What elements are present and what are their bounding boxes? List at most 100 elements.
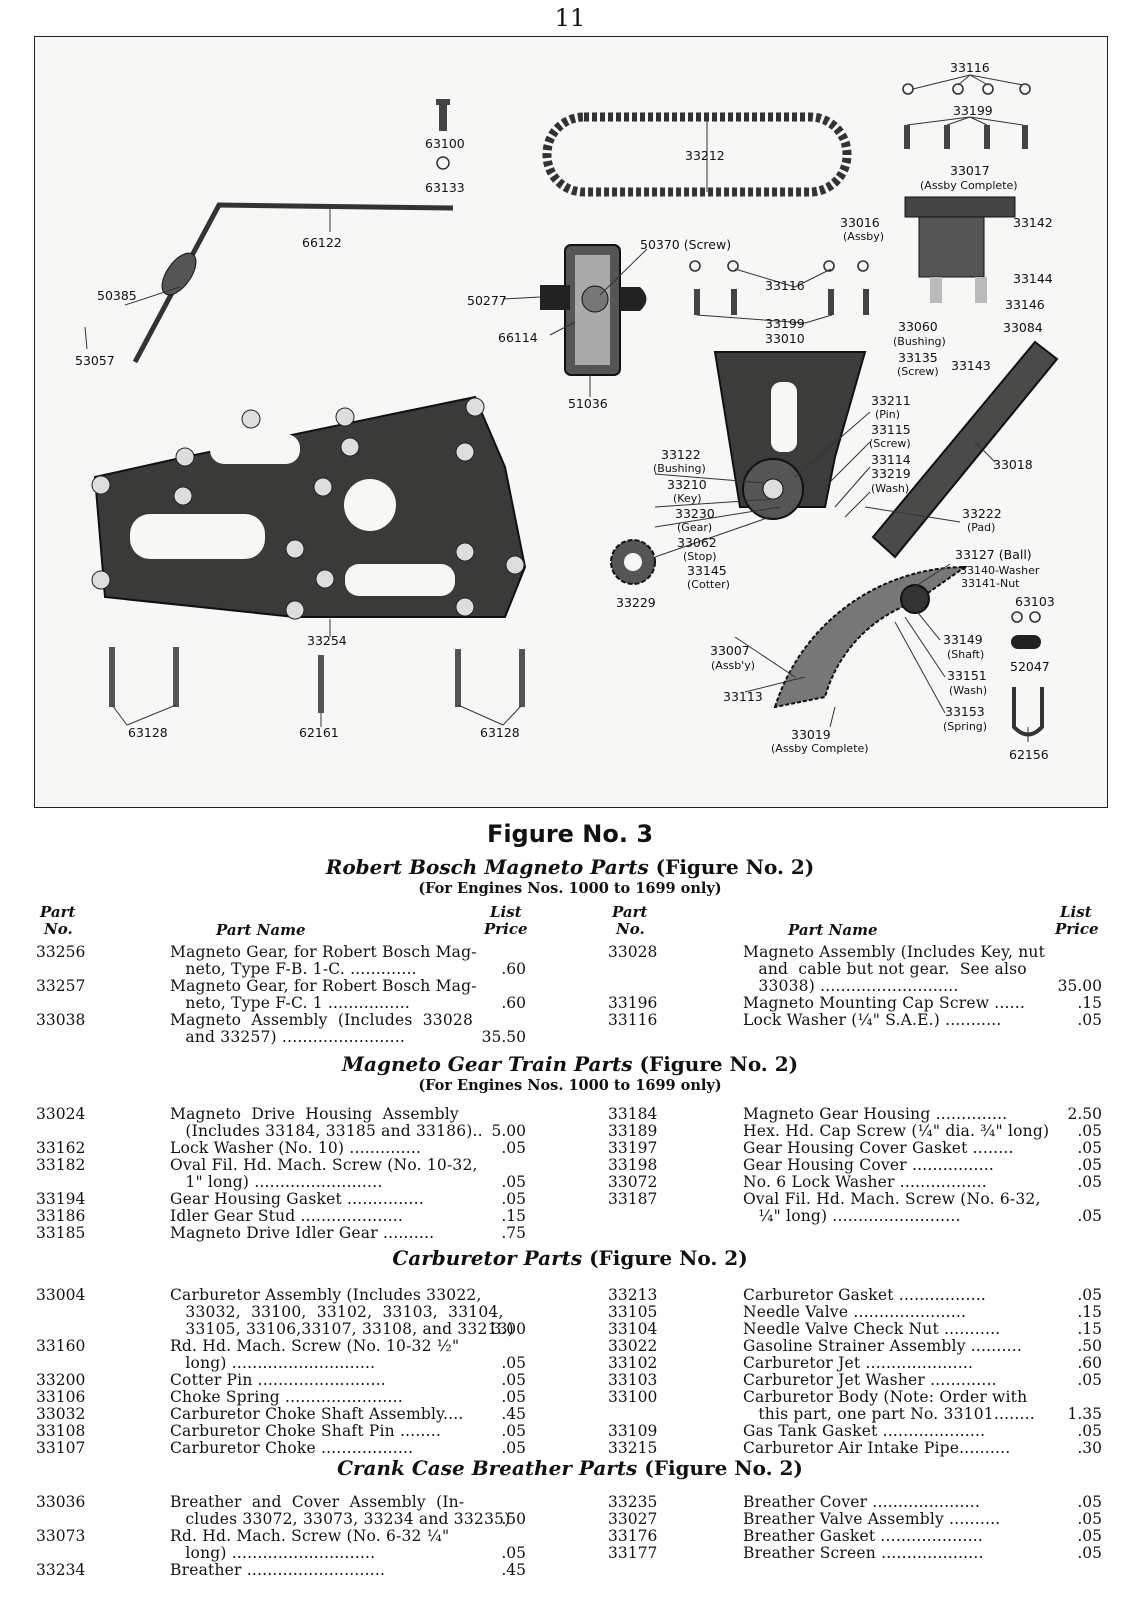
- part-name: 1" long) .........................: [170, 1173, 383, 1191]
- part-name: and 33257) ........................: [170, 1028, 405, 1046]
- callout-label: (Assby Complete): [771, 742, 869, 755]
- list-price: 35.50: [481, 1028, 526, 1046]
- part-name: Cotter Pin .........................: [170, 1371, 386, 1389]
- part-number: 33100: [608, 1388, 658, 1406]
- part-name: Carburetor Gasket .................: [743, 1286, 986, 1304]
- list-price: .05: [1077, 1011, 1102, 1029]
- part-number: 33107: [36, 1439, 86, 1457]
- list-price: 2.50: [1067, 1105, 1102, 1123]
- section-title: Carburetor Parts (Figure No. 2): [0, 1246, 1140, 1270]
- callout-label: 33210: [667, 477, 707, 492]
- part-number: 33038: [36, 1011, 86, 1029]
- part-number: 33032: [36, 1405, 86, 1423]
- part-name: Breather Screen ....................: [743, 1544, 984, 1562]
- list-price: .05: [501, 1544, 526, 1562]
- part-number: 33235: [608, 1493, 658, 1511]
- callout-label: 33017: [950, 163, 990, 178]
- part-number: 33004: [36, 1286, 86, 1304]
- bottom-bolts-drawing: [109, 647, 525, 713]
- part-name: Breather Gasket ....................: [743, 1527, 983, 1545]
- callout-label: 33229: [616, 595, 656, 610]
- part-name: Carburetor Air Intake Pipe..........: [743, 1439, 1011, 1457]
- part-name: Magneto Assembly (Includes 33028: [170, 1011, 474, 1029]
- part-number: 33194: [36, 1190, 86, 1208]
- callout-label: 33254: [307, 633, 347, 648]
- callout-label: 33084: [1003, 320, 1043, 335]
- part-number: 33022: [608, 1337, 658, 1355]
- callout-label: (Shaft): [947, 648, 984, 661]
- parts-drawing: 33116 33199 33017 (Assby Complete) 63100…: [75, 60, 1059, 762]
- list-price: .05: [1077, 1371, 1102, 1389]
- section-title-figure-ref: (Figure No. 2): [639, 1052, 799, 1076]
- part-name: Magneto Drive Housing Assembly: [170, 1105, 459, 1123]
- part-name: Magneto Assembly (Includes Key, nut: [743, 943, 1046, 961]
- header-price: Price: [1055, 920, 1099, 938]
- list-price: .05: [1077, 1422, 1102, 1440]
- callout-label: 63103: [1015, 594, 1055, 609]
- part-number: 33257: [36, 977, 86, 995]
- callout-label: 66114: [498, 330, 538, 345]
- callout-label: 33212: [685, 148, 725, 163]
- callout-label: 33007: [710, 643, 750, 658]
- part-number: 33184: [608, 1105, 658, 1123]
- leader-lines: [84, 74, 1029, 742]
- callout-label: 53057: [75, 353, 115, 368]
- part-name: 33032, 33100, 33102, 33103, 33104,: [170, 1303, 504, 1321]
- part-number: 33103: [608, 1371, 658, 1389]
- list-price: .60: [501, 960, 526, 978]
- part-name: Rd. Hd. Mach. Screw (No. 6-32 ¼": [170, 1527, 450, 1545]
- part-number: 33160: [36, 1337, 86, 1355]
- part-number: 33072: [608, 1173, 658, 1191]
- callout-label: 33222: [962, 506, 1002, 521]
- list-price: .05: [1077, 1122, 1102, 1140]
- section-title: Robert Bosch Magneto Parts (Figure No. 2…: [0, 855, 1140, 879]
- part-number: 33187: [608, 1190, 658, 1208]
- part-number: 33177: [608, 1544, 658, 1562]
- list-price: .60: [1077, 1354, 1102, 1372]
- part-number: 33189: [608, 1122, 658, 1140]
- callout-label: 33142: [1013, 215, 1053, 230]
- header-list: List: [1060, 903, 1092, 921]
- part-number: 33073: [36, 1527, 86, 1545]
- list-price: 5.00: [491, 1122, 526, 1140]
- header-part: Part: [40, 903, 76, 921]
- list-price: .45: [501, 1405, 526, 1423]
- list-price: .05: [1077, 1173, 1102, 1191]
- figure-caption: Figure No. 3: [486, 820, 654, 848]
- part-number: 33197: [608, 1139, 658, 1157]
- callout-label: 33141-Nut: [961, 577, 1020, 590]
- callout-label: 63128: [128, 725, 168, 740]
- part-number: 33200: [36, 1371, 86, 1389]
- list-price: .75: [501, 1224, 526, 1242]
- part-name: long) ............................: [170, 1544, 376, 1562]
- callout-label: 33143: [951, 358, 991, 373]
- callout-label: 33018: [993, 457, 1033, 472]
- part-name: No. 6 Lock Washer .................: [743, 1173, 987, 1191]
- callout-label: 50277: [467, 293, 507, 308]
- part-number: 33105: [608, 1303, 658, 1321]
- part-name: Magneto Gear Housing ..............: [743, 1105, 1008, 1123]
- gear-33229-drawing: [610, 539, 656, 585]
- callout-label: 33115: [871, 422, 911, 437]
- callout-label: 33151: [947, 668, 987, 683]
- callout-label: (Pin): [875, 408, 900, 421]
- gear-shift-assembly-drawing: [713, 340, 1059, 709]
- callout-label: (Bushing): [653, 462, 706, 475]
- bracket-33016-drawing: [904, 196, 1016, 303]
- list-price: .05: [501, 1139, 526, 1157]
- header-part-name: Part Name: [788, 921, 878, 939]
- part-name: Gear Housing Cover Gasket ........: [743, 1139, 1014, 1157]
- list-price: .05: [1077, 1156, 1102, 1174]
- header-part: Part: [612, 903, 648, 921]
- magneto-housing-drawing: [540, 244, 647, 376]
- part-name: Carburetor Jet Washer .............: [743, 1371, 997, 1389]
- section-subtitle: (For Engines Nos. 1000 to 1699 only): [418, 1077, 722, 1094]
- part-number: 33028: [608, 943, 658, 961]
- list-price: .15: [1077, 1303, 1102, 1321]
- list-price: 3.00: [491, 1320, 526, 1338]
- part-name: cludes 33072, 33073, 33234 and 33235): [170, 1510, 511, 1528]
- part-number: 33196: [608, 994, 658, 1012]
- part-name: neto, Type F-B. 1-C. .............: [170, 960, 417, 978]
- part-name: Gasoline Strainer Assembly ..........: [743, 1337, 1023, 1355]
- callout-label: 33211: [871, 393, 911, 408]
